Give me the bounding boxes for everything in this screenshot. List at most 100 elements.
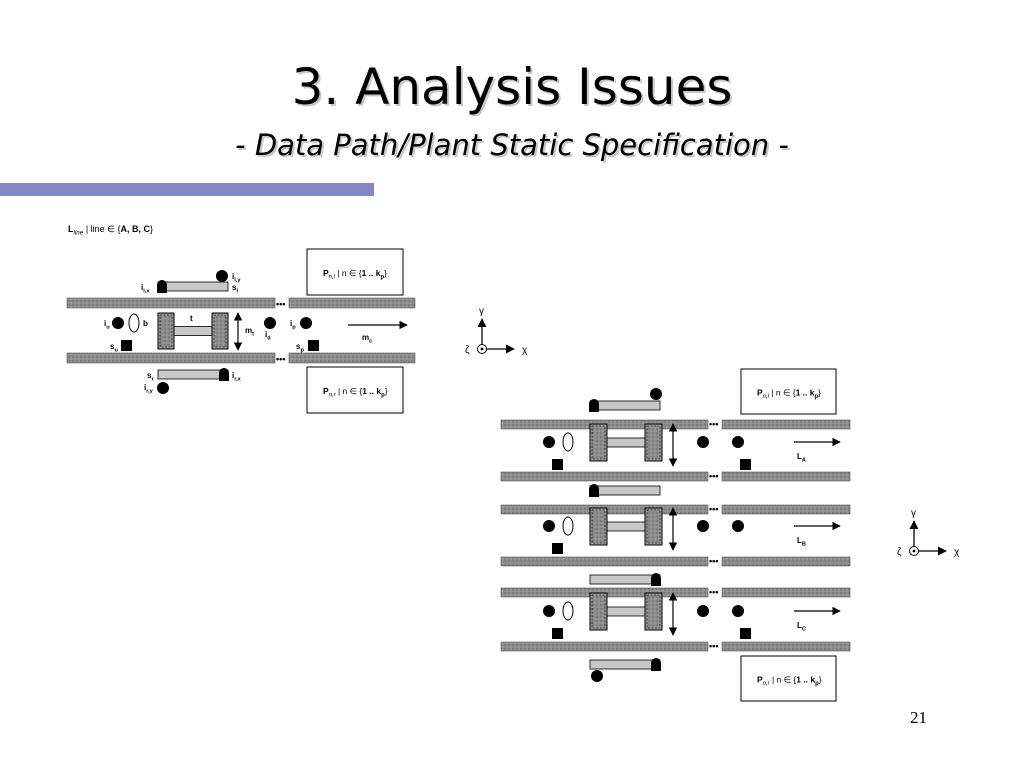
pusher-head	[157, 280, 167, 293]
diagram-label: LB	[797, 536, 806, 547]
sensor-disc	[112, 317, 124, 329]
plant-box-top-label: Pn,l | n ∈ {1 .. kp}	[323, 268, 387, 281]
slide-subtitle: - Data Path/Plant Static Specification -	[235, 128, 789, 162]
diagram-label: mc	[362, 333, 372, 344]
pusher-bar	[157, 281, 229, 292]
sensor-disc	[543, 436, 555, 448]
conveyor-rail	[288, 352, 416, 364]
plant-box-bottom	[740, 655, 837, 702]
carriage-block-inner	[159, 314, 173, 348]
sensor-disc	[216, 270, 228, 282]
slide-title: 3. Analysis Issues	[291, 58, 733, 116]
continuation-dots: •••	[709, 556, 718, 566]
continuation-dots: •••	[709, 587, 718, 597]
pusher-bar	[589, 659, 661, 670]
carriage-block-inner	[646, 425, 661, 460]
diagram-label: id	[265, 330, 271, 341]
plant-box-bottom-label: Pn,r | n ∈ {1 .. kp}	[323, 386, 388, 399]
diagram-label: ir,x	[232, 371, 242, 382]
barrier-ellipse	[562, 601, 574, 621]
conveyor-rail	[66, 297, 276, 309]
continuation-dots: •••	[276, 299, 285, 309]
continuation-dots: •••	[709, 641, 718, 651]
plant-box-bottom-label: Pn,r | n ∈ {1 .. kp}	[757, 675, 822, 688]
conveyor-rail	[721, 587, 851, 598]
sensor-square	[552, 459, 563, 470]
barrier-ellipse	[562, 516, 574, 536]
carriage-bar	[606, 606, 646, 617]
pusher-bar	[589, 574, 661, 585]
conveyor-rail	[66, 352, 276, 364]
pusher-bar	[589, 400, 661, 411]
axis-x-label: χ	[954, 547, 960, 558]
conveyor-rail	[721, 419, 851, 430]
sensor-disc	[543, 605, 555, 617]
page-number: 21	[910, 708, 927, 727]
pusher-bar	[589, 485, 661, 496]
diagram-label: su	[110, 342, 118, 353]
conveyor-rail	[721, 556, 851, 567]
barrier-ellipse	[562, 432, 574, 452]
plant-box-top-label: Pn,l | n ∈ {1 .. kp}	[757, 388, 821, 401]
pusher-head	[589, 399, 599, 412]
sensor-disc	[591, 670, 603, 682]
sensor-disc	[697, 520, 709, 532]
sensor-disc	[157, 382, 169, 394]
diagram-label: b	[143, 319, 148, 328]
axis-z-label: ζ	[897, 547, 902, 558]
axis-origin-dot	[480, 347, 484, 351]
diagram-label: sl	[232, 283, 238, 294]
axis-y-label: γ	[479, 306, 484, 317]
diagram-label: il,y	[232, 272, 241, 283]
diagram-label: il,x	[141, 283, 150, 294]
plant-box-top	[306, 248, 404, 296]
sensor-disc	[543, 520, 555, 532]
line-definition: Lline | line ∈ {A, B, C}	[68, 224, 153, 237]
axis-z-label: ζ	[465, 345, 470, 356]
pusher-head	[589, 484, 599, 497]
sensor-disc	[697, 436, 709, 448]
axis-origin-dot	[912, 549, 916, 553]
sensor-disc	[300, 317, 312, 329]
carriage-block-inner	[646, 509, 661, 544]
carriage-bar	[173, 326, 213, 336]
conveyor-rail	[721, 471, 851, 482]
sensor-disc	[732, 520, 744, 532]
sensor-disc	[732, 436, 744, 448]
conveyor-rail	[721, 504, 851, 515]
sensor-square	[552, 628, 563, 639]
carriage-block-inner	[591, 594, 606, 629]
carriage-block-inner	[591, 509, 606, 544]
sensor-square	[308, 340, 319, 351]
pusher-head	[651, 658, 661, 671]
continuation-dots: •••	[709, 471, 718, 481]
continuation-dots: •••	[709, 419, 718, 429]
plant-box-bottom	[306, 366, 404, 414]
sensor-square	[121, 340, 132, 351]
right-plant-diagram: Pn,l | n ∈ {1 .. kp} Pn,r | n ∈ {1 .. kp}…	[500, 368, 960, 702]
carriage-bar	[606, 521, 646, 532]
diagram-label: ir,y	[144, 383, 154, 394]
sensor-disc	[697, 605, 709, 617]
continuation-dots: •••	[709, 504, 718, 514]
sensor-disc	[264, 317, 276, 329]
diagram-label: iu	[104, 319, 110, 330]
conveyor-rail	[500, 556, 709, 567]
conveyor-rail	[500, 641, 709, 652]
plant-box-top	[740, 368, 837, 415]
pusher-head	[651, 573, 661, 586]
left-plant-diagram: Lline | line ∈ {A, B, C} Pn,l | n ∈ {1 ..…	[66, 224, 528, 414]
carriage-block-inner	[646, 594, 661, 629]
sensor-square	[740, 628, 751, 639]
conveyor-rail	[500, 471, 709, 482]
diagram-label: sr	[147, 371, 154, 382]
carriage-bar	[606, 437, 646, 448]
diagram-label: t	[190, 314, 193, 323]
diagram-label: mt	[245, 326, 254, 337]
diagram-label: LA	[797, 452, 806, 463]
pusher-head	[219, 368, 229, 381]
sensor-square	[552, 543, 563, 554]
diagram-label: sp	[296, 342, 304, 353]
diagram-label: LC	[797, 621, 806, 632]
